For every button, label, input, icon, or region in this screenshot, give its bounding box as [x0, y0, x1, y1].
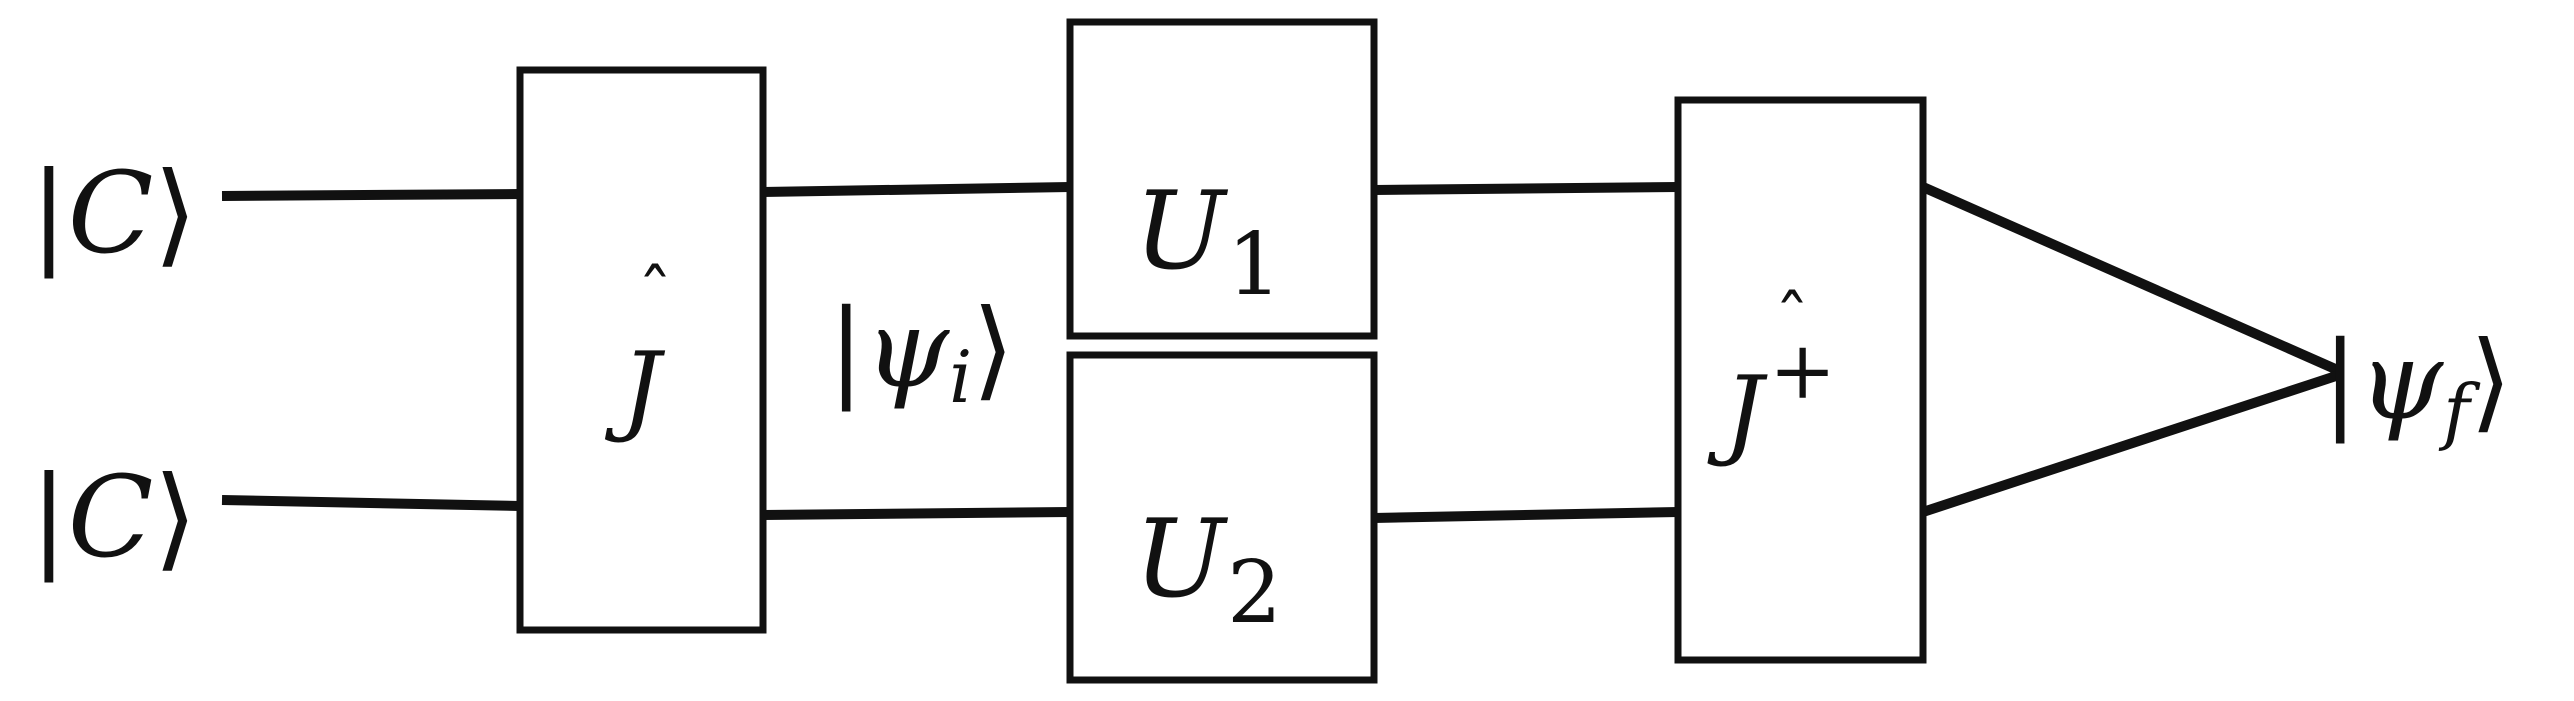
middle-wire-bottom	[762, 507, 1071, 520]
output-state-symbol: ψ	[2358, 319, 2444, 444]
j-gate: J ˆ	[516, 66, 767, 634]
input-state-top-symbol: C	[68, 149, 154, 279]
hat-icon: ˆ	[1775, 281, 1810, 363]
intermediate-state-symbol: ψ	[864, 287, 950, 412]
ket-angle-icon: ⟩	[972, 287, 1014, 412]
ket-bar-icon: |	[828, 287, 864, 412]
j-dagger-gate-box	[1674, 96, 1927, 664]
u1-gate-symbol: U	[1134, 169, 1228, 294]
u2-gate-index: 2	[1227, 543, 1282, 643]
ket-bar-icon: |	[2322, 319, 2358, 444]
u1-gate-box	[1066, 18, 1378, 340]
u2-gate-label: U2	[1134, 497, 1282, 643]
j-gate-box	[516, 66, 767, 634]
u2-gate-symbol: U	[1134, 497, 1228, 622]
output-wire-bottom	[1373, 507, 1679, 523]
converging-wire-top	[1920, 182, 2345, 377]
hat-icon: ˆ	[638, 255, 673, 337]
ket-angle-icon: ⟩	[2470, 319, 2512, 444]
ket-bar-icon: |	[30, 453, 68, 583]
ket-bar-icon: |	[30, 149, 68, 279]
input-wire-top	[221, 189, 521, 201]
u1-gate: U1	[1066, 18, 1378, 340]
input-state-bottom-symbol: C	[68, 453, 154, 583]
input-wire-bottom	[221, 495, 521, 511]
input-state-bottom: |C⟩	[30, 453, 197, 583]
u1-gate-index: 1	[1227, 215, 1282, 315]
ket-angle-icon: ⟩	[153, 149, 197, 279]
output-wire-top	[1373, 182, 1679, 195]
intermediate-state-index: i	[949, 335, 972, 419]
input-state-top: |C⟩	[30, 149, 197, 279]
j-dagger-gate-superscript: +	[1769, 324, 1836, 417]
j-dagger-gate: J+ ˆ	[1674, 96, 1927, 664]
converging-wire-bottom	[1921, 369, 2344, 517]
intermediate-state: |ψi⟩	[828, 287, 1014, 419]
middle-wire-top	[762, 182, 1071, 197]
output-state: |ψf⟩	[2322, 319, 2512, 453]
u2-gate-box	[1066, 351, 1378, 684]
u2-gate: U2	[1066, 351, 1378, 684]
u1-gate-label: U1	[1134, 169, 1282, 315]
ket-angle-icon: ⟩	[153, 453, 197, 583]
